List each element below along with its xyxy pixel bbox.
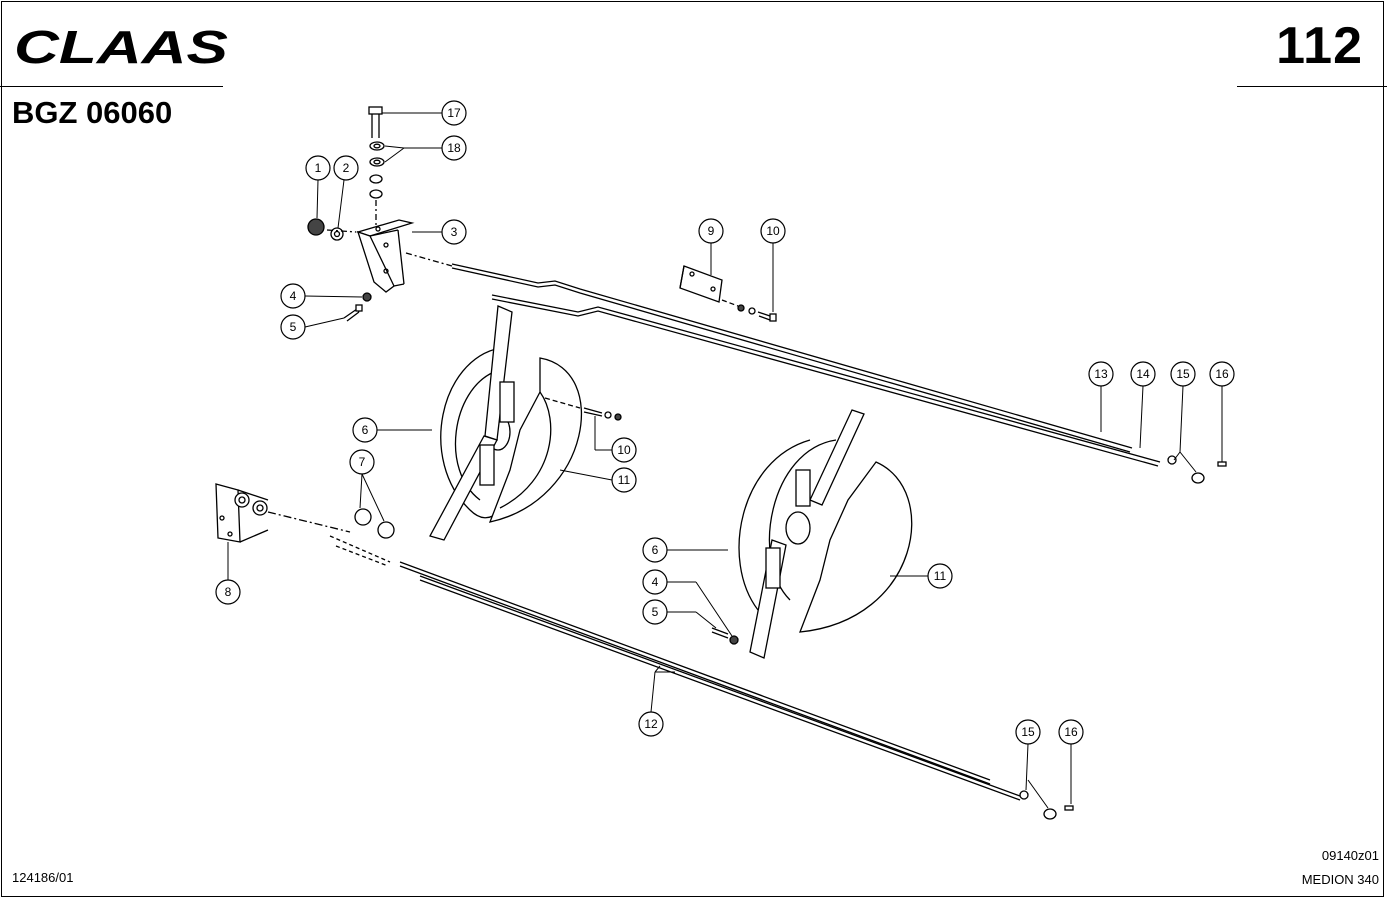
svg-text:5: 5 <box>652 605 659 619</box>
svg-text:9: 9 <box>708 224 715 238</box>
callout-17: 17 <box>441 100 467 126</box>
svg-text:15: 15 <box>1021 725 1035 739</box>
svg-text:4: 4 <box>290 289 297 303</box>
callout-6-left: 6 <box>352 417 378 443</box>
claas-logo: CLAAS <box>14 26 228 68</box>
rod-14-part <box>491 294 1161 467</box>
callout-3: 3 <box>441 219 467 245</box>
callout-9: 9 <box>698 218 724 244</box>
callouts: 1 2 17 18 3 4 5 9 10 6 10 11 7 8 13 14 1… <box>215 100 1235 745</box>
callout-2: 2 <box>333 155 359 181</box>
callout-12: 12 <box>638 711 664 737</box>
model-name: MEDION 340 <box>1301 872 1379 887</box>
parts-linework <box>215 106 1227 820</box>
arm-right-part <box>749 409 865 659</box>
svg-text:5: 5 <box>290 320 297 334</box>
callout-11-left: 11 <box>611 467 637 493</box>
header-rule-left <box>0 86 223 87</box>
svg-text:10: 10 <box>617 443 631 457</box>
callout-4: 4 <box>280 283 306 309</box>
svg-text:13: 13 <box>1094 367 1108 381</box>
svg-text:17: 17 <box>447 106 461 120</box>
caps-7-part <box>329 508 395 567</box>
svg-text:3: 3 <box>451 225 458 239</box>
header-rule-right <box>1237 86 1387 87</box>
bracket-3-part <box>355 219 415 293</box>
document-code: BGZ 06060 <box>12 95 173 130</box>
svg-text:1: 1 <box>315 161 322 175</box>
svg-text:12: 12 <box>644 717 658 731</box>
callout-16-top: 16 <box>1209 361 1235 387</box>
brand-wordmark: CLAAS <box>14 26 228 68</box>
callout-6-right: 6 <box>642 537 668 563</box>
leader-lines <box>227 112 1223 809</box>
callout-11-right: 11 <box>927 563 953 589</box>
rods-12-part <box>399 561 1021 801</box>
disc-11-right-part <box>799 461 913 633</box>
callout-14: 14 <box>1130 361 1156 387</box>
bolt-17-part <box>368 106 383 138</box>
nut-2-part <box>330 227 344 241</box>
callout-18: 18 <box>441 135 467 161</box>
callout-8: 8 <box>215 579 241 605</box>
svg-text:6: 6 <box>652 543 659 557</box>
svg-text:18: 18 <box>447 141 461 155</box>
callout-7: 7 <box>349 449 375 475</box>
disc-11-left-part <box>488 357 583 523</box>
svg-text:16: 16 <box>1215 367 1229 381</box>
drawing-reference: 09140z01 <box>1321 848 1379 863</box>
svg-text:6: 6 <box>362 423 369 437</box>
nut-1-part <box>307 218 325 236</box>
bracket-8-part <box>215 483 269 543</box>
callout-16-bottom: 16 <box>1058 719 1084 745</box>
callout-1: 1 <box>305 155 331 181</box>
svg-text:10: 10 <box>766 224 780 238</box>
svg-text:11: 11 <box>934 569 947 583</box>
svg-text:14: 14 <box>1136 367 1150 381</box>
callout-5: 5 <box>280 314 306 340</box>
callout-4-right: 4 <box>642 569 668 595</box>
arm-left-part <box>429 305 515 541</box>
callout-15-bottom: 15 <box>1015 719 1041 745</box>
svg-text:8: 8 <box>225 585 232 599</box>
callout-15-top: 15 <box>1170 361 1196 387</box>
part-code: 124186/01 <box>12 870 74 885</box>
plate-9-part <box>679 265 723 303</box>
callout-13: 13 <box>1088 361 1114 387</box>
svg-text:4: 4 <box>652 575 659 589</box>
callout-10-mid: 10 <box>611 437 637 463</box>
svg-text:16: 16 <box>1064 725 1078 739</box>
washers-18-part <box>369 141 385 226</box>
svg-text:2: 2 <box>343 161 350 175</box>
page-number: 112 <box>1276 17 1363 75</box>
callout-5-right: 5 <box>642 599 668 625</box>
rod-13-part <box>451 263 1133 453</box>
callout-10-top: 10 <box>760 218 786 244</box>
svg-text:15: 15 <box>1176 367 1190 381</box>
svg-text:11: 11 <box>618 473 631 487</box>
svg-text:7: 7 <box>359 455 366 469</box>
